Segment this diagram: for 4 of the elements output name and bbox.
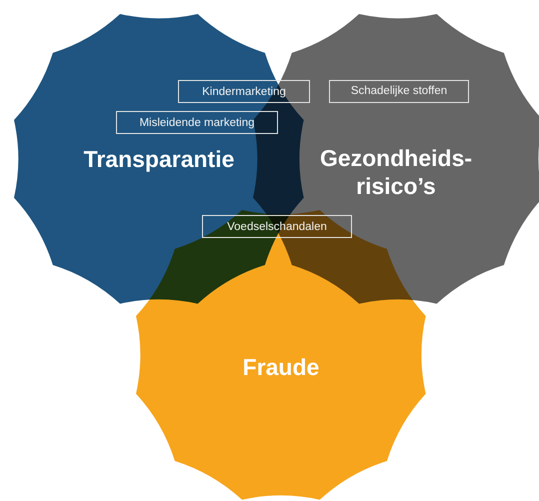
topic-label: Schadelijke stoffen (328, 80, 469, 103)
venn-heading: Gezondheids- risico’s (318, 144, 474, 200)
venn-heading: Transparantie (82, 144, 236, 173)
venn-heading: Fraude (242, 352, 320, 381)
